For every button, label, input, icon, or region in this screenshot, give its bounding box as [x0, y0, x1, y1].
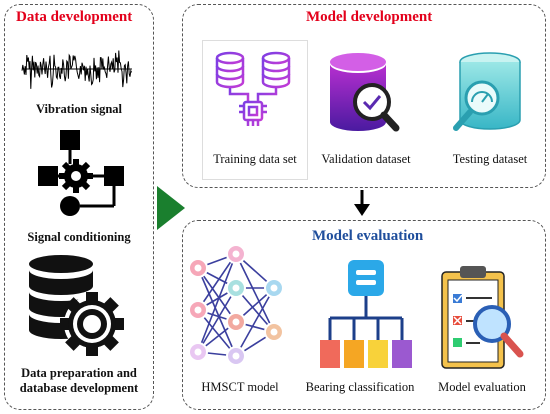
model-development-panel: [182, 4, 546, 188]
model-evaluation-panel: [182, 220, 546, 410]
clipboard-magnifier-icon: [441, 266, 524, 369]
flow-arrow-down: [354, 190, 370, 216]
model-evaluation-title: Model evaluation: [312, 228, 424, 244]
database-gear-icon: [29, 255, 124, 356]
data-preparation-label: Data preparation and database developmen…: [19, 366, 139, 395]
data-development-panel: [4, 4, 154, 410]
flowchart-gear-icon: [38, 130, 124, 216]
hmsct-model-label: HMSCT model: [201, 380, 279, 394]
signal-conditioning-label: Signal conditioning: [27, 230, 131, 244]
model-development-title: Model development: [306, 9, 433, 25]
training-data-set-label: Training data set: [213, 152, 297, 166]
waveform-icon: [21, 50, 133, 89]
hierarchy-icon: [320, 260, 412, 368]
model-evaluation-label: Model evaluation: [438, 380, 526, 394]
database-search-check-icon: [330, 53, 400, 132]
training-icon-frame: [202, 40, 308, 180]
databases-chip-icon: [215, 51, 291, 126]
neural-network-icon: [188, 244, 284, 366]
data-development-title: Data development: [16, 9, 133, 25]
flow-arrow-right: [157, 186, 185, 230]
testing-dataset-label: Testing dataset: [452, 152, 528, 166]
vibration-signal-label: Vibration signal: [35, 102, 122, 116]
validation-dataset-label: Validation dataset: [321, 152, 411, 166]
database-gauge-magnifier-icon: [453, 52, 521, 131]
bearing-classification-label: Bearing classification: [305, 380, 415, 394]
